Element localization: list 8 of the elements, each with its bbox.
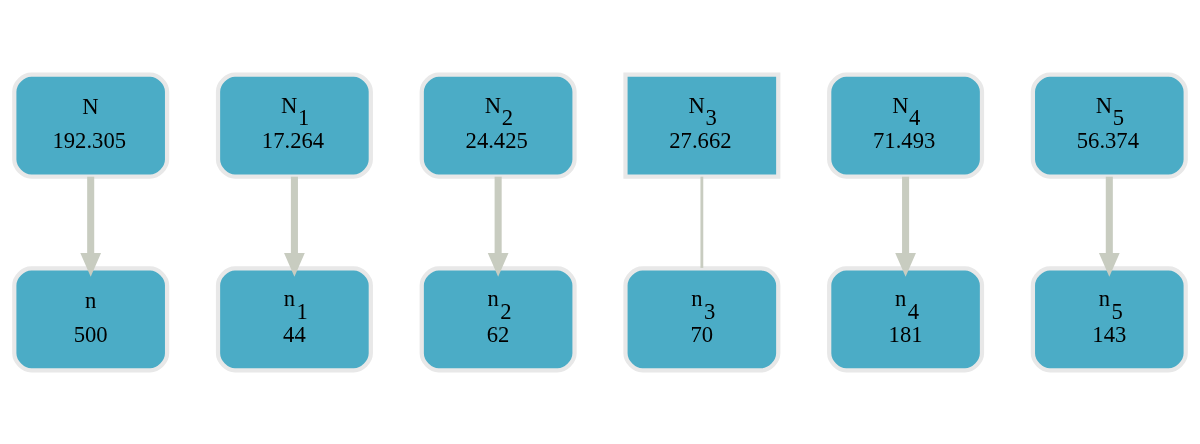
connector <box>700 176 704 268</box>
arrow <box>895 176 916 277</box>
node-box: N 192.305 <box>12 72 170 179</box>
node-box: n 500 <box>12 265 170 372</box>
arrow <box>1098 176 1120 277</box>
arrow <box>487 176 509 277</box>
arrow <box>284 176 305 277</box>
arrow <box>80 176 102 277</box>
